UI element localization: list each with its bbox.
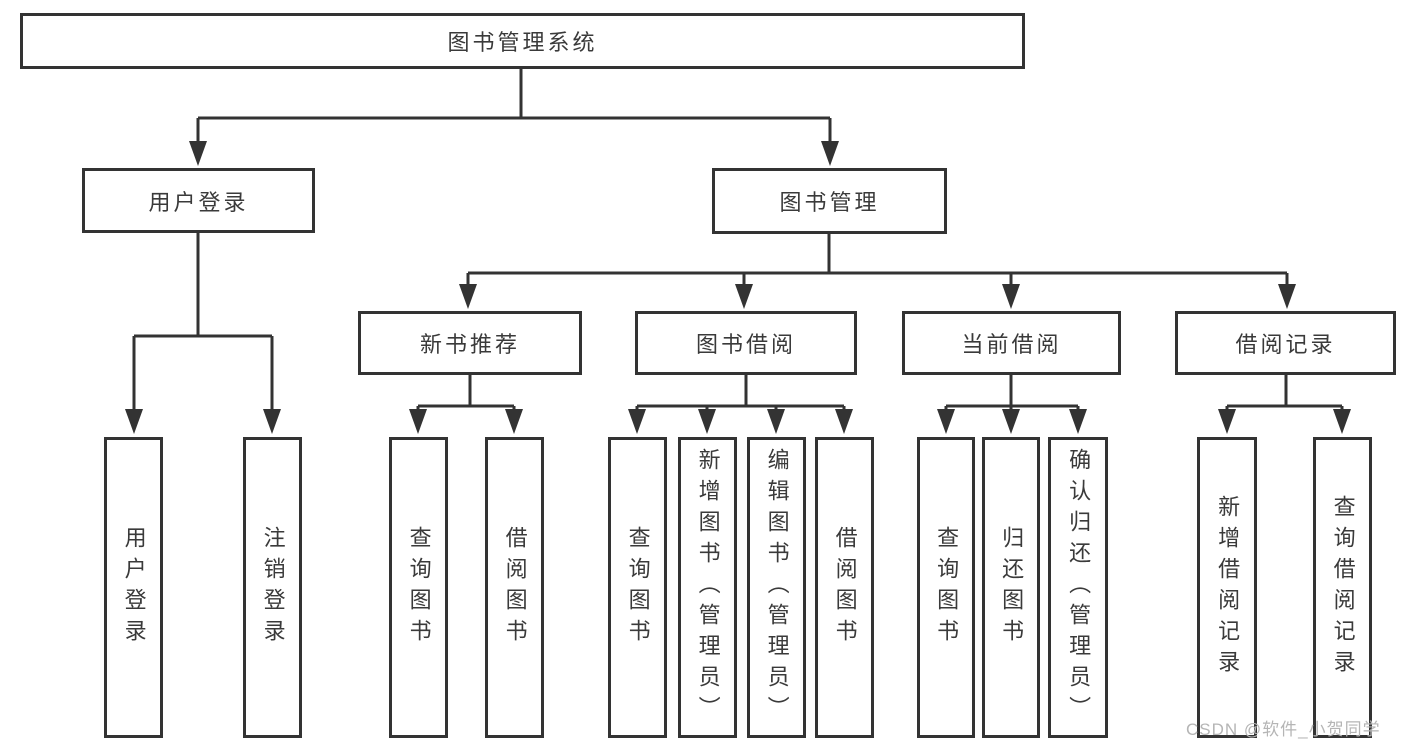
- leaf-bb-add-books-admin: 新增图书（管理员）: [678, 437, 737, 738]
- node-label: 用户登录: [148, 189, 249, 215]
- leaf-label: 编辑图书（管理员）: [764, 448, 790, 727]
- leaf-label: 新增借阅记录: [1215, 494, 1241, 681]
- leaf-user-login: 用户登录: [104, 437, 163, 738]
- node-new-book-recommend: 新书推荐: [358, 311, 582, 375]
- leaf-label: 确认归还（管理员）: [1066, 448, 1092, 727]
- leaf-label: 查询借阅记录: [1330, 494, 1356, 681]
- leaf-label: 查询图书: [934, 525, 960, 650]
- node-label: 借阅记录: [1235, 332, 1336, 357]
- leaf-bb-edit-books-admin: 编辑图书（管理员）: [747, 437, 806, 738]
- leaf-nbr-borrow-books: 借阅图书: [485, 437, 544, 738]
- node-label: 新书推荐: [419, 332, 520, 357]
- node-label: 图书管理系统: [447, 30, 598, 55]
- node-current-borrowing: 当前借阅: [902, 311, 1121, 375]
- node-user-login: 用户登录: [82, 168, 315, 233]
- leaf-cb-query-books: 查询图书: [917, 437, 975, 738]
- leaf-label: 查询图书: [625, 525, 651, 650]
- leaf-nbr-query-books: 查询图书: [389, 437, 448, 738]
- node-borrowing-records: 借阅记录: [1175, 311, 1396, 375]
- leaf-br-add-record: 新增借阅记录: [1197, 437, 1257, 738]
- node-label: 图书借阅: [695, 332, 796, 357]
- leaf-label: 注销登录: [260, 525, 286, 650]
- leaf-label: 新增图书（管理员）: [695, 448, 721, 727]
- leaf-label: 用户登录: [121, 525, 147, 650]
- node-book-management: 图书管理: [712, 168, 947, 234]
- leaf-label: 借阅图书: [502, 525, 528, 650]
- leaf-logout: 注销登录: [243, 437, 302, 738]
- leaf-bb-borrow-books: 借阅图书: [815, 437, 874, 738]
- leaf-cb-confirm-return-admin: 确认归还（管理员）: [1048, 437, 1108, 738]
- leaf-label: 归还图书: [999, 525, 1025, 650]
- leaf-label: 查询图书: [406, 525, 432, 650]
- node-book-borrowing: 图书借阅: [635, 311, 857, 375]
- node-library-management-system: 图书管理系统: [20, 13, 1025, 69]
- node-label: 图书管理: [779, 190, 880, 215]
- node-label: 当前借阅: [961, 332, 1062, 357]
- leaf-cb-return-books: 归还图书: [982, 437, 1040, 738]
- leaf-label: 借阅图书: [832, 525, 858, 650]
- leaf-br-query-record: 查询借阅记录: [1313, 437, 1372, 738]
- arrowhead-icons: [125, 141, 1351, 434]
- csdn-watermark: CSDN @软件_小贺同学: [1186, 720, 1381, 739]
- leaf-bb-query-books: 查询图书: [608, 437, 667, 738]
